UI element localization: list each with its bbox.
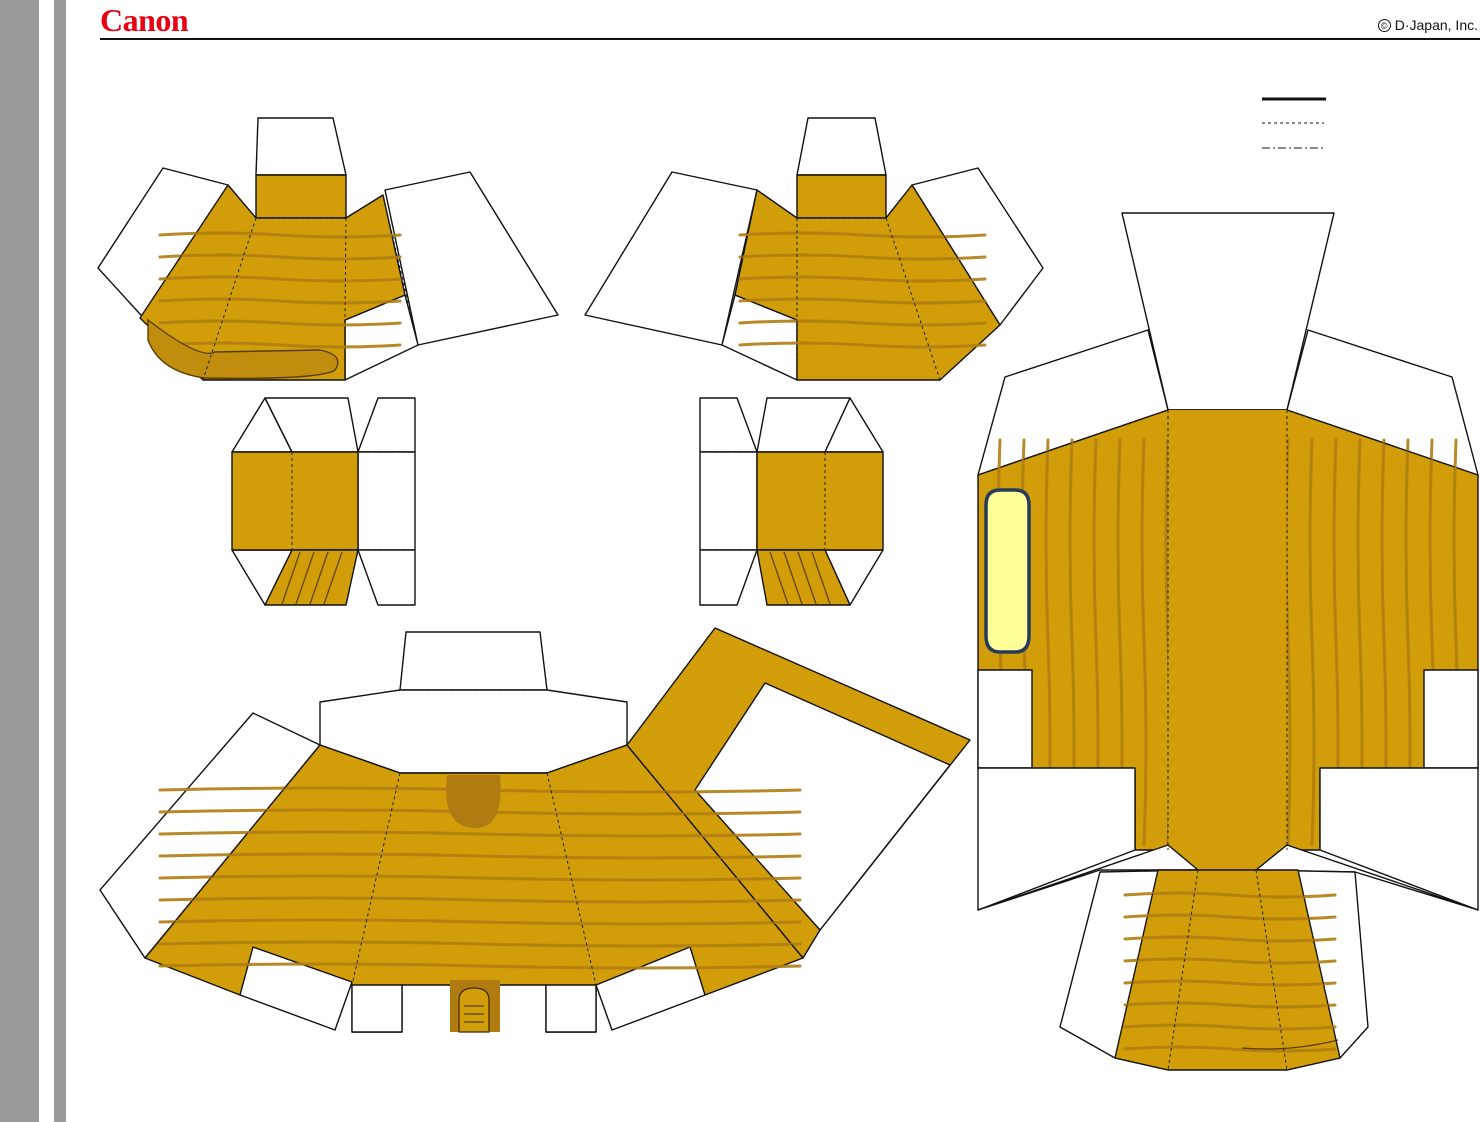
flap <box>977 767 1136 911</box>
line-legend <box>1262 97 1326 149</box>
flap <box>977 669 1033 769</box>
fold-line <box>1297 869 1341 1059</box>
wood-panel <box>796 174 887 219</box>
fold-line <box>546 772 597 986</box>
wood-grain <box>1123 891 1337 899</box>
fold-line <box>1255 869 1288 1071</box>
wood-grain <box>811 551 831 605</box>
header-rule <box>100 38 1480 40</box>
net-part-roof-right <box>584 117 1044 381</box>
wood-grain <box>738 231 987 239</box>
wood-panel <box>255 174 347 219</box>
flap <box>384 171 559 346</box>
wood-grain <box>295 551 315 605</box>
wood-grain <box>158 940 802 948</box>
wood-grain <box>1140 438 1148 847</box>
flap <box>357 397 416 453</box>
wood-grain <box>1123 1023 1337 1031</box>
net-part-body-side <box>977 212 1479 1071</box>
wood-grain <box>158 297 402 305</box>
tail-shape <box>147 318 339 380</box>
wood-grain <box>158 918 802 926</box>
copyright: © D·Japan, Inc. <box>1377 17 1478 33</box>
wood-grain <box>158 253 402 261</box>
wood-grain <box>738 319 987 327</box>
copyright-text: D·Japan, Inc. <box>1394 17 1478 33</box>
canon-logo: Canon <box>100 2 189 38</box>
net-part-roof-left <box>97 117 559 381</box>
left-margin-strip <box>0 0 39 1122</box>
fold-line <box>1114 869 1159 1059</box>
flap <box>239 946 353 1031</box>
wood-grain <box>1123 979 1337 987</box>
flap <box>255 117 347 176</box>
wood-grain <box>158 275 402 283</box>
wood-grain <box>158 874 802 882</box>
wood-grain <box>158 319 402 327</box>
wood-panel <box>264 549 359 606</box>
fold-line <box>351 772 401 986</box>
wood-grain <box>783 551 803 605</box>
net-part-body-front <box>99 627 971 1033</box>
flap <box>399 631 548 691</box>
wood-panel <box>756 451 884 551</box>
wood-grain <box>1123 935 1337 943</box>
copyright-icon: © <box>1377 18 1391 32</box>
fold-line <box>139 184 229 319</box>
wood-grain <box>158 231 402 239</box>
fold-line <box>344 217 347 321</box>
fold-line <box>1167 869 1199 1071</box>
wood-grain <box>323 551 343 605</box>
wood-grain <box>738 275 987 283</box>
flap <box>357 549 416 606</box>
tail-stroke <box>1241 1039 1339 1050</box>
flap <box>545 984 597 1033</box>
wood-grain <box>1308 438 1316 847</box>
wood-grain <box>158 852 802 860</box>
flap <box>694 682 951 931</box>
wood-grain <box>158 962 802 970</box>
flap <box>699 549 758 606</box>
wood-grain <box>797 551 817 605</box>
fold-line <box>885 217 941 381</box>
wood-grain <box>1123 913 1337 921</box>
wood-grain <box>158 341 402 349</box>
wood-panel <box>231 451 359 551</box>
wood-grain <box>309 551 329 605</box>
flap <box>1423 669 1479 769</box>
wood-grain <box>738 253 987 261</box>
wood-grain <box>1123 1045 1337 1053</box>
window <box>984 488 1031 654</box>
wood-grain <box>1123 1001 1337 1009</box>
wood-panel <box>756 549 851 606</box>
wood-grain <box>281 551 301 605</box>
left-margin-strip-inner <box>54 0 66 1122</box>
wood-panel <box>1167 409 1288 871</box>
flap <box>351 984 403 1033</box>
fold-line <box>202 217 257 381</box>
flap <box>699 451 758 551</box>
wood-grain <box>1123 957 1337 965</box>
flap <box>796 117 887 176</box>
wood-grain <box>769 551 789 605</box>
roof-knob <box>446 775 501 829</box>
fold-line <box>382 194 419 346</box>
wood-grain <box>158 830 802 838</box>
net-part-small-box-left <box>231 397 416 606</box>
wood-grain <box>738 297 987 305</box>
door-shape <box>458 987 490 1033</box>
flap <box>357 451 416 551</box>
net-part-small-box-right <box>699 397 884 606</box>
header: Canon © D·Japan, Inc. <box>100 0 1480 42</box>
fold-line <box>721 189 758 346</box>
wood-grain <box>158 896 802 904</box>
fold-line <box>144 744 321 959</box>
fold-line <box>626 744 804 959</box>
fold-line <box>1286 409 1479 476</box>
wood-grain <box>738 341 987 349</box>
flap <box>699 397 758 453</box>
